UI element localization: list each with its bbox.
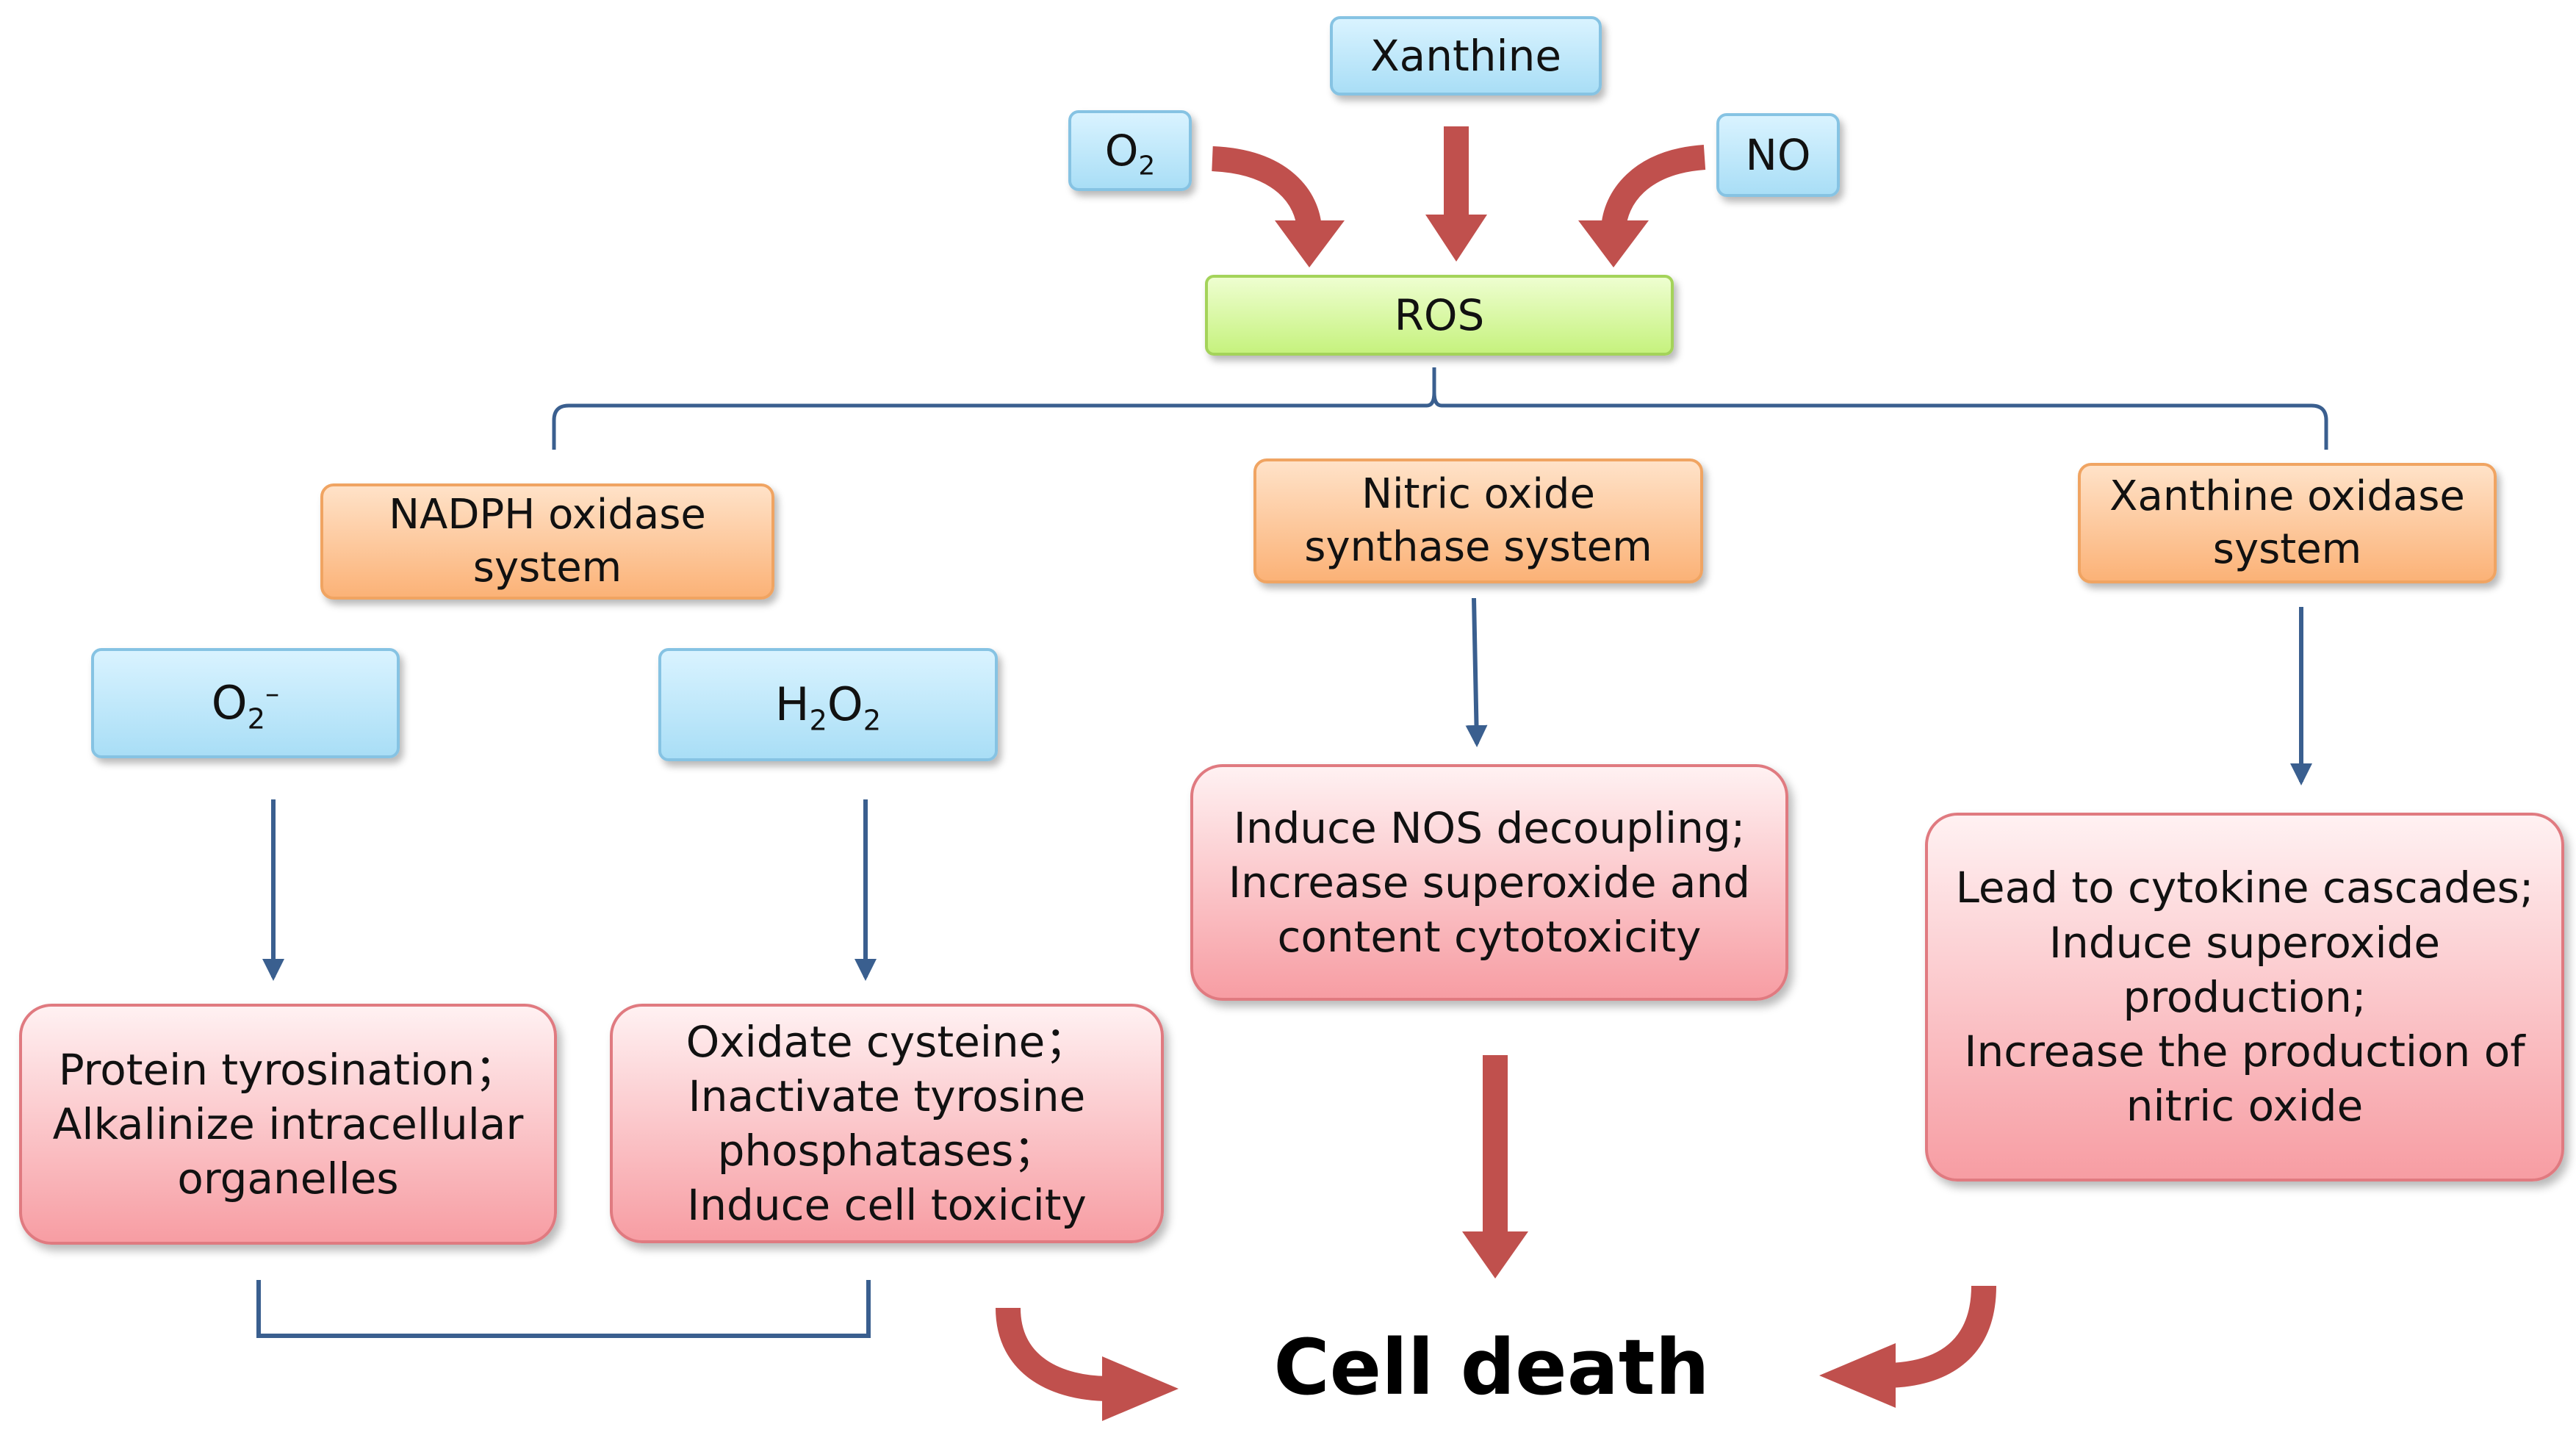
- arrow-right-to-death: [1888, 1285, 1996, 1388]
- nos-effects-label: Induce NOS decoupling; Increase superoxi…: [1228, 802, 1751, 963]
- ros-node: ROS: [1205, 275, 1674, 356]
- xanthine-label: Xanthine: [1370, 30, 1562, 81]
- xanthine-oxidase-system-label: Xanthine oxidase system: [2109, 472, 2465, 573]
- superoxide-label: O2–: [211, 676, 280, 736]
- xanthine-node: Xanthine: [1330, 16, 1602, 96]
- nitric-oxide-label: NO: [1745, 129, 1811, 180]
- nitric-oxide-synthase-system-label: Nitric oxide synthase system: [1304, 470, 1652, 571]
- arrow-o2-to-ros: [1211, 146, 1322, 231]
- oxygen-node: O2: [1068, 110, 1192, 191]
- superoxide-node: O2–: [91, 648, 400, 758]
- ros-branch-bracket: [552, 367, 2328, 450]
- arrow-nos-to-effect: [1465, 597, 1488, 747]
- hydrogen-peroxide-effects-node: Oxidate cysteine； Inactivate tyrosine ph…: [610, 1004, 1164, 1243]
- thick-arrowheads: [1102, 215, 1896, 1421]
- nadph-oxidase-system-node: NADPH oxidase system: [320, 483, 774, 600]
- hydrogen-peroxide-node: H2O2: [658, 648, 998, 761]
- arrow-left-to-death: [996, 1307, 1110, 1401]
- nitric-oxide-node: NO: [1716, 113, 1840, 197]
- xanthine-oxidase-system-node: Xanthine oxidase system: [2078, 463, 2497, 583]
- thick-arrows-top: [996, 126, 1996, 1401]
- xanthine-oxidase-effects-label: Lead to cytokine cascades; Induce supero…: [1955, 863, 2534, 1132]
- superoxide-effects-label: Protein tyrosination； Alkalinize intrace…: [52, 1044, 524, 1204]
- arrow-no-to-ros: [1601, 145, 1706, 231]
- nadph-oxidase-system-label: NADPH oxidase system: [389, 491, 706, 591]
- thin-arrows: [262, 597, 2312, 981]
- oxygen-label: O2: [1104, 125, 1156, 181]
- hydrogen-peroxide-label: H2O2: [774, 677, 882, 738]
- ros-label: ROS: [1394, 289, 1485, 340]
- superoxide-effects-node: Protein tyrosination； Alkalinize intrace…: [19, 1004, 557, 1245]
- xanthine-oxidase-effects-node: Lead to cytokine cascades; Induce supero…: [1925, 813, 2564, 1182]
- hydrogen-peroxide-effects-label: Oxidate cysteine； Inactivate tyrosine ph…: [686, 1016, 1088, 1231]
- nos-effects-node: Induce NOS decoupling; Increase superoxi…: [1190, 764, 1788, 1001]
- nitric-oxide-synthase-system-node: Nitric oxide synthase system: [1253, 458, 1703, 583]
- left-effects-bracket: [256, 1280, 871, 1338]
- cell-death-outcome: Cell death: [1273, 1323, 1710, 1412]
